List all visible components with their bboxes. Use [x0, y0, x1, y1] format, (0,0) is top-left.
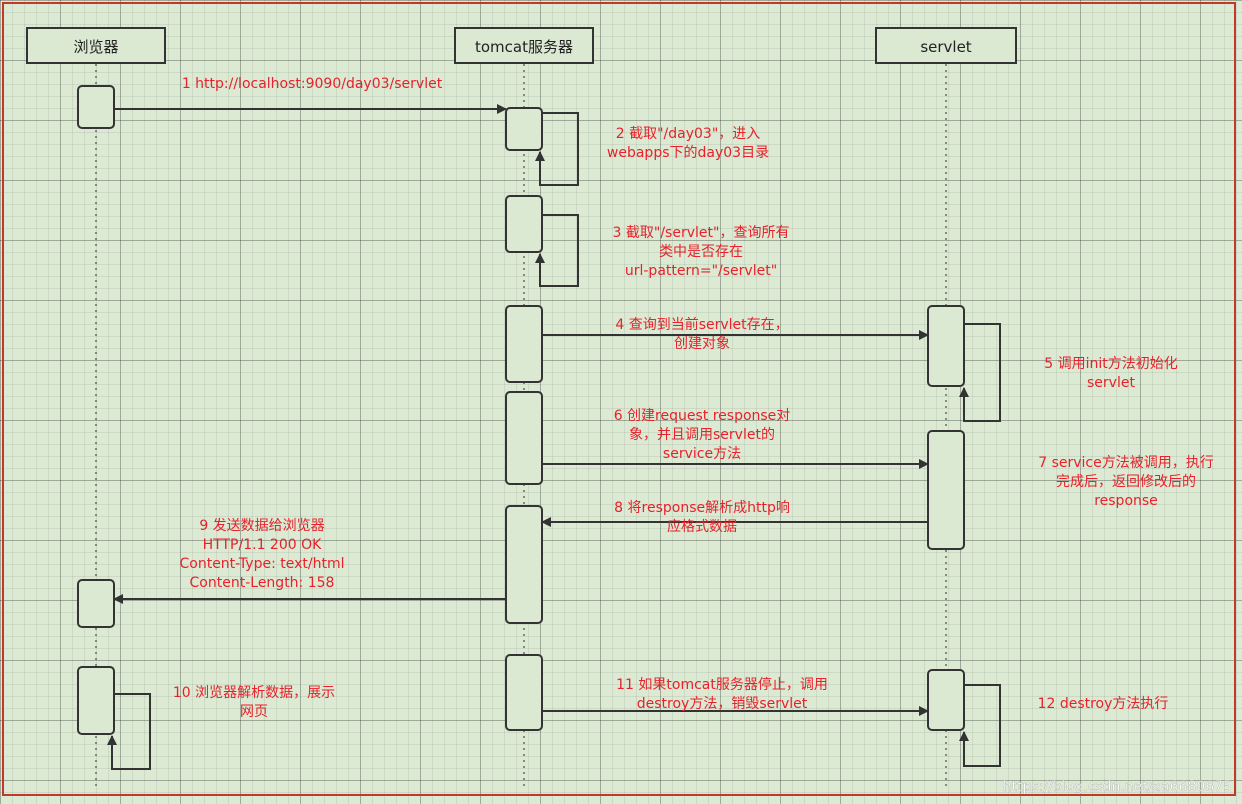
- step-label-line: 1 http://localhost:9090/day03/servlet: [182, 76, 443, 92]
- participant-label-servlet: servlet: [920, 38, 971, 56]
- step-label-s11: 11 如果tomcat服务器停止，调用 destroy方法，销毁servlet: [616, 676, 828, 712]
- step-label-s12: 12 destroy方法执行: [1038, 696, 1169, 712]
- watermark-text: https://blog.csdn.net/aa6680675: [1003, 779, 1232, 795]
- self-call-loop: [107, 693, 151, 770]
- activation-box-servlet: [927, 669, 965, 731]
- activation-box-browser: [77, 666, 115, 735]
- step-label-line: 8 将response解析成http响: [614, 500, 790, 516]
- step-label-line: 10 浏览器解析数据，展示: [173, 685, 335, 701]
- step-label-line: Content-Length: 158: [190, 575, 335, 591]
- step-label-line: url-pattern="/servlet": [625, 263, 777, 279]
- step-label-line: 7 service方法被调用，执行: [1038, 455, 1214, 471]
- activation-box-tomcat: [505, 654, 543, 731]
- participant-label-browser: 浏览器: [73, 38, 118, 56]
- step-label-line: 2 截取"/day03"，进入: [616, 126, 761, 142]
- step-label-line: 网页: [240, 704, 268, 720]
- step-label-line: 12 destroy方法执行: [1038, 696, 1169, 712]
- step-label-line: 象，并且调用servlet的: [629, 427, 775, 443]
- step-label-line: 应格式数据: [667, 518, 737, 535]
- step-label-line: HTTP/1.1 200 OK: [203, 537, 322, 553]
- self-call-loop: [535, 112, 579, 186]
- step-label-line: 4 查询到当前servlet存在，: [615, 316, 788, 333]
- step-label-line: Content-Type: text/html: [179, 556, 344, 572]
- activation-box-tomcat: [505, 505, 543, 624]
- step-label-line: 5 调用init方法初始化: [1044, 355, 1178, 372]
- step-label-line: 3 截取"/servlet"，查询所有: [613, 225, 790, 241]
- participant-box-servlet: [875, 27, 1017, 64]
- activation-box-servlet: [927, 430, 965, 550]
- step-label-line: 类中是否存在: [659, 244, 743, 260]
- participant-box-browser: [26, 27, 166, 64]
- step-label-s1: 1 http://localhost:9090/day03/servlet: [182, 76, 443, 92]
- step-label-line: 6 创建request response对: [614, 408, 791, 424]
- activation-box-tomcat: [505, 107, 543, 151]
- self-call-loop: [535, 214, 579, 287]
- self-call-loop: [959, 684, 1001, 767]
- step-label-s2: 2 截取"/day03"，进入 webapps下的day03目录: [607, 126, 769, 161]
- participant-label-tomcat: tomcat服务器: [475, 38, 573, 56]
- activation-box-servlet: [927, 305, 965, 387]
- activation-box-tomcat: [505, 195, 543, 253]
- activation-box-browser: [77, 85, 115, 129]
- step-label-line: 创建对象: [674, 336, 730, 352]
- step-label-line: destroy方法，销毁servlet: [637, 696, 808, 712]
- step-label-line: service方法: [663, 446, 741, 462]
- participant-box-tomcat: [454, 27, 594, 64]
- step-label-line: webapps下的day03目录: [607, 145, 769, 161]
- step-label-line: servlet: [1087, 375, 1135, 391]
- step-label-s5: 5 调用init方法初始化 servlet: [1044, 355, 1178, 391]
- self-call-loop: [959, 323, 1001, 422]
- step-label-line: 9 发送数据给浏览器: [199, 518, 324, 534]
- step-label-line: 完成后，返回修改后的: [1056, 474, 1196, 490]
- step-label-line: response: [1094, 493, 1158, 509]
- step-label-s9: 9 发送数据给浏览器 HTTP/1.1 200 OK Content-Type: t…: [179, 518, 344, 591]
- step-label-s4: 4 查询到当前servlet存在， 创建对象: [615, 316, 788, 352]
- step-label-line: 11 如果tomcat服务器停止，调用: [616, 676, 828, 693]
- activation-box-tomcat: [505, 305, 543, 383]
- activation-box-tomcat: [505, 391, 543, 485]
- activation-box-browser: [77, 579, 115, 628]
